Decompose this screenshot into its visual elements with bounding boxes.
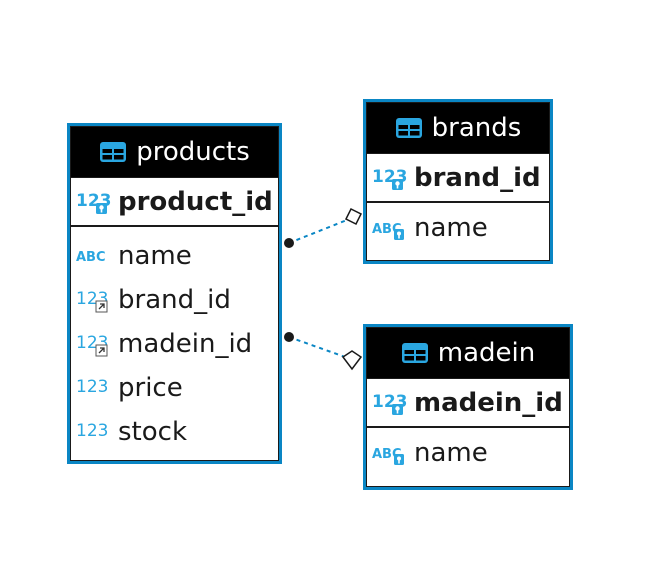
column-row-name[interactable]: ABC name	[367, 431, 569, 475]
column-row-price[interactable]: 123 price	[71, 366, 278, 410]
table-products[interactable]: products 123 product_id ABC name	[67, 123, 282, 464]
numeric-key-icon: 123	[372, 392, 408, 415]
numeric-fk-icon: 123	[76, 333, 108, 357]
relationship-line-brands	[288, 217, 353, 244]
svg-text:ABC: ABC	[76, 250, 106, 265]
column-name: name	[118, 241, 192, 271]
numeric-fk-icon: 123	[76, 289, 108, 313]
primary-key-row[interactable]: 123 product_id	[71, 177, 278, 227]
numeric-key-icon: 123	[76, 191, 112, 214]
numeric-key-icon: 123	[372, 167, 408, 190]
table-brands[interactable]: brands 123 brand_id ABC	[363, 99, 553, 264]
relationship-line-madein	[288, 336, 349, 359]
column-name: price	[118, 373, 183, 403]
table-name: products	[136, 137, 250, 167]
column-row-brand-id[interactable]: 123 brand_id	[71, 278, 278, 322]
primary-key-name: product_id	[118, 186, 273, 217]
table-name: madein	[437, 338, 536, 368]
column-row-stock[interactable]: 123 stock	[71, 410, 278, 454]
column-name: name	[414, 213, 488, 243]
numeric-type-icon: 123	[76, 421, 108, 441]
table-header-brands[interactable]: brands	[367, 103, 549, 153]
column-name: stock	[118, 417, 187, 447]
text-type-icon: ABC	[76, 250, 106, 265]
table-icon	[395, 118, 422, 138]
relationship-diamond-icon	[341, 350, 363, 371]
relationship-dot-icon	[284, 238, 294, 248]
text-key-icon: ABC	[372, 222, 404, 240]
svg-text:123: 123	[76, 421, 108, 441]
table-header-products[interactable]: products	[71, 127, 278, 177]
column-name: brand_id	[118, 285, 231, 315]
relationship-dot-icon	[284, 332, 294, 342]
primary-key-row[interactable]: 123 brand_id	[367, 153, 549, 203]
svg-text:123: 123	[76, 377, 108, 397]
table-header-madein[interactable]: madein	[367, 328, 569, 378]
primary-key-name: brand_id	[414, 162, 541, 193]
primary-key-row[interactable]: 123 madein_id	[367, 378, 569, 428]
table-madein[interactable]: madein 123 madein_id ABC	[363, 324, 573, 490]
text-key-icon: ABC	[372, 447, 404, 465]
column-row-name[interactable]: ABC name	[367, 206, 549, 250]
column-name: name	[414, 438, 488, 468]
relationship-diamond-icon	[344, 207, 363, 226]
primary-key-name: madein_id	[414, 387, 563, 418]
table-icon	[401, 343, 428, 363]
column-name: madein_id	[118, 329, 253, 359]
column-row-madein-id[interactable]: 123 madein_id	[71, 322, 278, 366]
column-row-name[interactable]: ABC name	[71, 234, 278, 278]
numeric-type-icon: 123	[76, 377, 108, 397]
table-icon	[100, 142, 127, 162]
table-name: brands	[431, 113, 522, 143]
